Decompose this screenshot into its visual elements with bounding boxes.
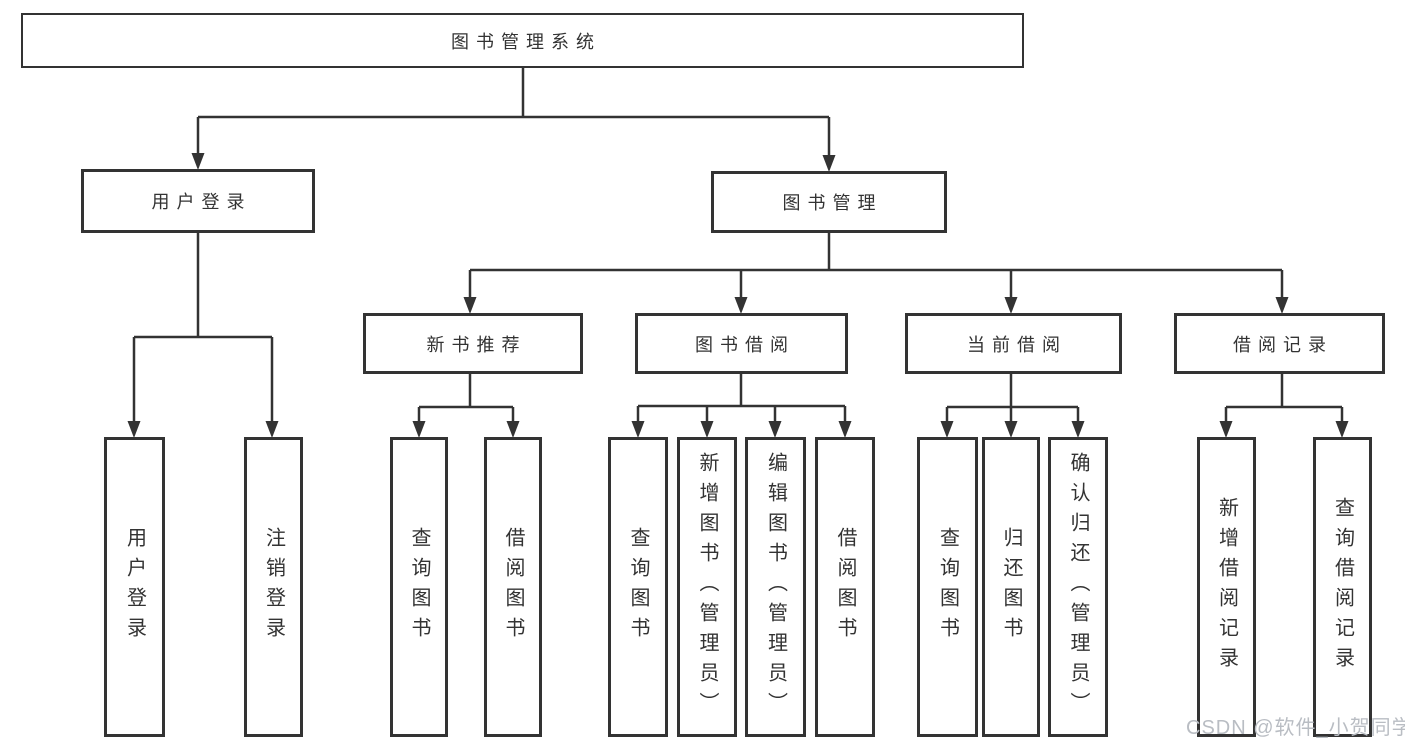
- leaf-label: 新增图书（管理员）: [696, 452, 718, 722]
- leaf-borrow-books-recommend: 借阅图书: [484, 437, 542, 737]
- node-label: 借阅记录: [1233, 334, 1333, 355]
- arrowheads: [127, 153, 1349, 438]
- leaf-label: 借阅图书: [502, 527, 524, 647]
- leaf-label: 查询图书: [936, 527, 959, 647]
- leaf-label: 查询图书: [408, 527, 430, 647]
- node-label: 当前借阅: [967, 334, 1067, 355]
- node-label: 新书推荐: [426, 334, 527, 355]
- leaf-user-login: 用户登录: [104, 437, 165, 737]
- leaf-label: 确认归还（管理员）: [1067, 452, 1089, 722]
- leaf-label: 查询借阅记录: [1331, 497, 1354, 677]
- leaf-label: 编辑图书（管理员）: [764, 452, 787, 722]
- leaf-confirm-return-admin: 确认归还（管理员）: [1048, 437, 1108, 737]
- leaf-label: 借阅图书: [834, 527, 856, 647]
- leaf-label: 归还图书: [1000, 527, 1022, 647]
- leaf-add-borrow-record: 新增借阅记录: [1197, 437, 1256, 737]
- leaf-logout-login: 注销登录: [244, 437, 303, 737]
- node-root-library-system: 图书管理系统: [21, 13, 1024, 68]
- node-book-borrow: 图书借阅: [635, 313, 848, 374]
- node-label: 图书管理系统: [451, 31, 601, 52]
- tree-edges: [132, 68, 1344, 426]
- leaf-add-books-admin: 新增图书（管理员）: [677, 437, 737, 737]
- leaf-label: 用户登录: [123, 527, 146, 647]
- leaf-edit-books-admin: 编辑图书（管理员）: [745, 437, 806, 737]
- leaf-borrow-books: 借阅图书: [815, 437, 875, 737]
- leaf-label: 注销登录: [262, 527, 285, 647]
- node-book-management: 图书管理: [711, 171, 947, 233]
- csdn-watermark: CSDN @软件_小贺同学: [1186, 717, 1405, 739]
- leaf-query-books-recommend: 查询图书: [390, 437, 448, 737]
- leaf-return-books: 归还图书: [982, 437, 1040, 737]
- node-current-borrow: 当前借阅: [905, 313, 1122, 374]
- leaf-query-books-borrow: 查询图书: [608, 437, 668, 737]
- leaf-query-books-current: 查询图书: [917, 437, 978, 737]
- leaf-query-borrow-record: 查询借阅记录: [1313, 437, 1372, 737]
- node-new-book-recommend: 新书推荐: [363, 313, 583, 374]
- node-borrow-records: 借阅记录: [1174, 313, 1385, 374]
- leaf-label: 查询图书: [627, 527, 649, 647]
- node-label: 图书借阅: [695, 334, 795, 355]
- node-label: 用户登录: [151, 192, 252, 212]
- node-user-login: 用户登录: [81, 169, 315, 233]
- node-label: 图书管理: [782, 193, 883, 213]
- leaf-label: 新增借阅记录: [1215, 497, 1238, 677]
